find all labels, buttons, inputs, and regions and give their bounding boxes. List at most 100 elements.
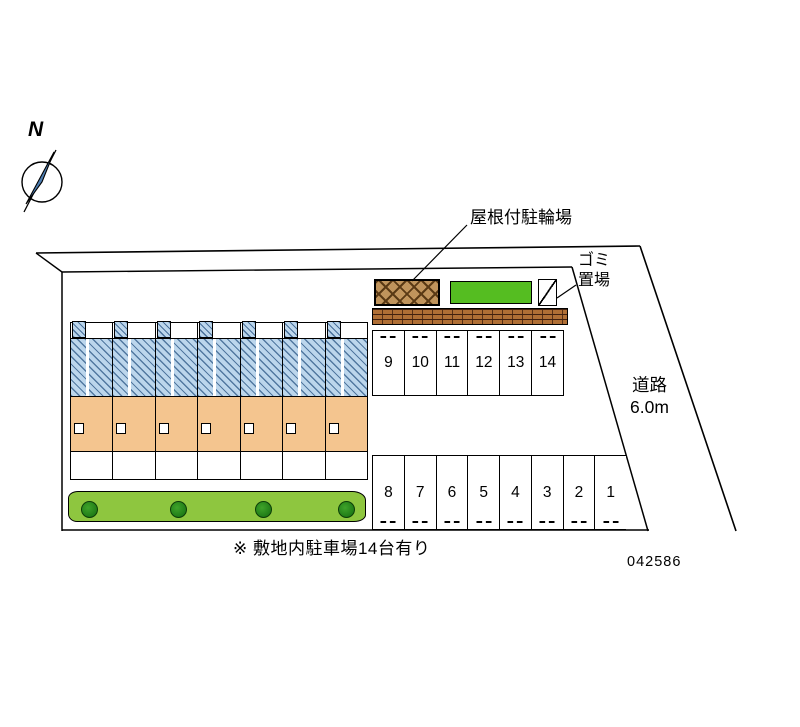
stall-dash-mark <box>539 521 555 523</box>
unit-porch <box>325 452 367 479</box>
unit-stair-box <box>284 321 299 338</box>
stall-dash-mark <box>412 521 428 523</box>
stall-number: 7 <box>415 483 425 501</box>
parking-count-note: ※ 敷地内駐車場14台有り <box>233 539 431 558</box>
parking-stall-8: 8 <box>373 456 405 529</box>
parking-stall-1: 1 <box>595 456 626 529</box>
parking-row-top: 9 10 11 12 13 14 <box>372 330 564 396</box>
unit-porch <box>155 452 198 479</box>
stall-number: 6 <box>447 483 457 501</box>
parking-stall-2: 2 <box>564 456 596 529</box>
unit-roof-hatch <box>240 338 283 397</box>
stall-dash-mark <box>444 521 460 523</box>
stall-dash-mark <box>507 521 523 523</box>
building-unit <box>113 321 156 479</box>
brick-wall-strip <box>372 308 568 325</box>
tree-icon <box>338 501 356 518</box>
garbage-label-line2: 置場 <box>578 272 611 289</box>
unit-roof-divider <box>86 339 89 396</box>
unit-entry-strip <box>283 321 325 338</box>
parking-stall-9: 9 <box>373 331 405 395</box>
stall-number: 3 <box>542 483 552 501</box>
unit-window <box>158 423 169 434</box>
top-road-outer-edge <box>35 245 641 254</box>
stall-number: 4 <box>511 483 520 501</box>
compass-circle <box>21 161 63 203</box>
parking-stall-4: 4 <box>500 456 532 529</box>
garbage-label-line1: ゴミ <box>578 252 611 269</box>
unit-roof-hatch <box>198 338 240 397</box>
unit-roof-divider <box>340 339 344 396</box>
unit-stair-box <box>156 321 171 338</box>
stall-number: 5 <box>479 483 488 501</box>
parking-stall-13: 13 <box>500 331 533 395</box>
unit-window <box>116 423 127 434</box>
top-road-left-cap <box>35 252 63 273</box>
unit-entry-strip <box>155 321 198 338</box>
parking-stall-7: 7 <box>405 456 437 529</box>
building-unit <box>283 321 326 479</box>
unit-porch <box>113 452 155 479</box>
unit-room <box>198 397 240 452</box>
unit-roof-hatch <box>113 338 155 397</box>
unit-stair-box <box>114 321 129 338</box>
unit-porch <box>283 452 325 479</box>
unit-roof-divider <box>128 339 132 396</box>
parking-stall-12: 12 <box>468 331 501 395</box>
stall-dash-mark <box>540 336 556 338</box>
parking-stall-3: 3 <box>532 456 564 529</box>
stall-dash-mark <box>380 336 396 338</box>
stall-number: 10 <box>411 354 429 372</box>
stall-dash-mark <box>380 521 396 523</box>
tree-icon <box>169 501 187 518</box>
parking-stall-10: 10 <box>405 331 437 395</box>
green-area-panel <box>450 281 532 304</box>
building-unit <box>71 321 114 479</box>
unit-window <box>74 423 84 434</box>
garbage-station <box>538 279 557 306</box>
planting-strip <box>68 491 366 522</box>
stall-number: 8 <box>384 483 393 501</box>
unit-window <box>328 423 339 434</box>
unit-entry-strip <box>198 321 240 338</box>
covered-bicycle-parking <box>374 279 440 306</box>
road-label-line2: 6.0m <box>630 397 669 417</box>
stall-number: 12 <box>475 354 493 372</box>
parking-stall-14: 14 <box>532 331 563 395</box>
stall-dash-mark <box>412 336 428 338</box>
stall-number: 13 <box>507 354 525 372</box>
unit-room <box>240 397 283 452</box>
parking-stall-5: 5 <box>468 456 500 529</box>
unit-stair-box <box>72 321 86 338</box>
building-unit <box>155 321 199 479</box>
unit-roof-hatch <box>325 338 367 397</box>
unit-entry-strip <box>71 321 113 338</box>
unit-stair-box <box>199 321 214 338</box>
plan-number: 042586 <box>627 554 682 570</box>
unit-window <box>286 423 297 434</box>
top-road-inner-edge <box>61 266 573 273</box>
unit-roof-hatch <box>155 338 198 397</box>
stall-number: 11 <box>444 354 461 372</box>
building-unit <box>325 321 367 479</box>
bike-parking-label: 屋根付駐輪場 <box>470 208 572 227</box>
stall-dash-mark <box>444 336 460 338</box>
unit-entry-strip <box>325 321 367 338</box>
stall-dash-mark <box>476 521 492 523</box>
unit-roof-divider <box>298 339 302 396</box>
unit-porch <box>240 452 283 479</box>
unit-entry-strip <box>240 321 283 338</box>
stall-number: 9 <box>384 354 393 372</box>
unit-roof-hatch <box>283 338 325 397</box>
road-label: 道路 6.0m <box>630 374 669 418</box>
stall-dash-mark <box>508 336 524 338</box>
tree-icon <box>255 501 273 518</box>
building-unit <box>198 321 241 479</box>
unit-room <box>113 397 155 452</box>
unit-roof-divider <box>255 339 259 396</box>
unit-room <box>71 397 113 452</box>
unit-porch <box>71 452 113 479</box>
road-label-line1: 道路 <box>631 375 667 395</box>
garbage-label: ゴミ 置場 <box>578 251 610 291</box>
